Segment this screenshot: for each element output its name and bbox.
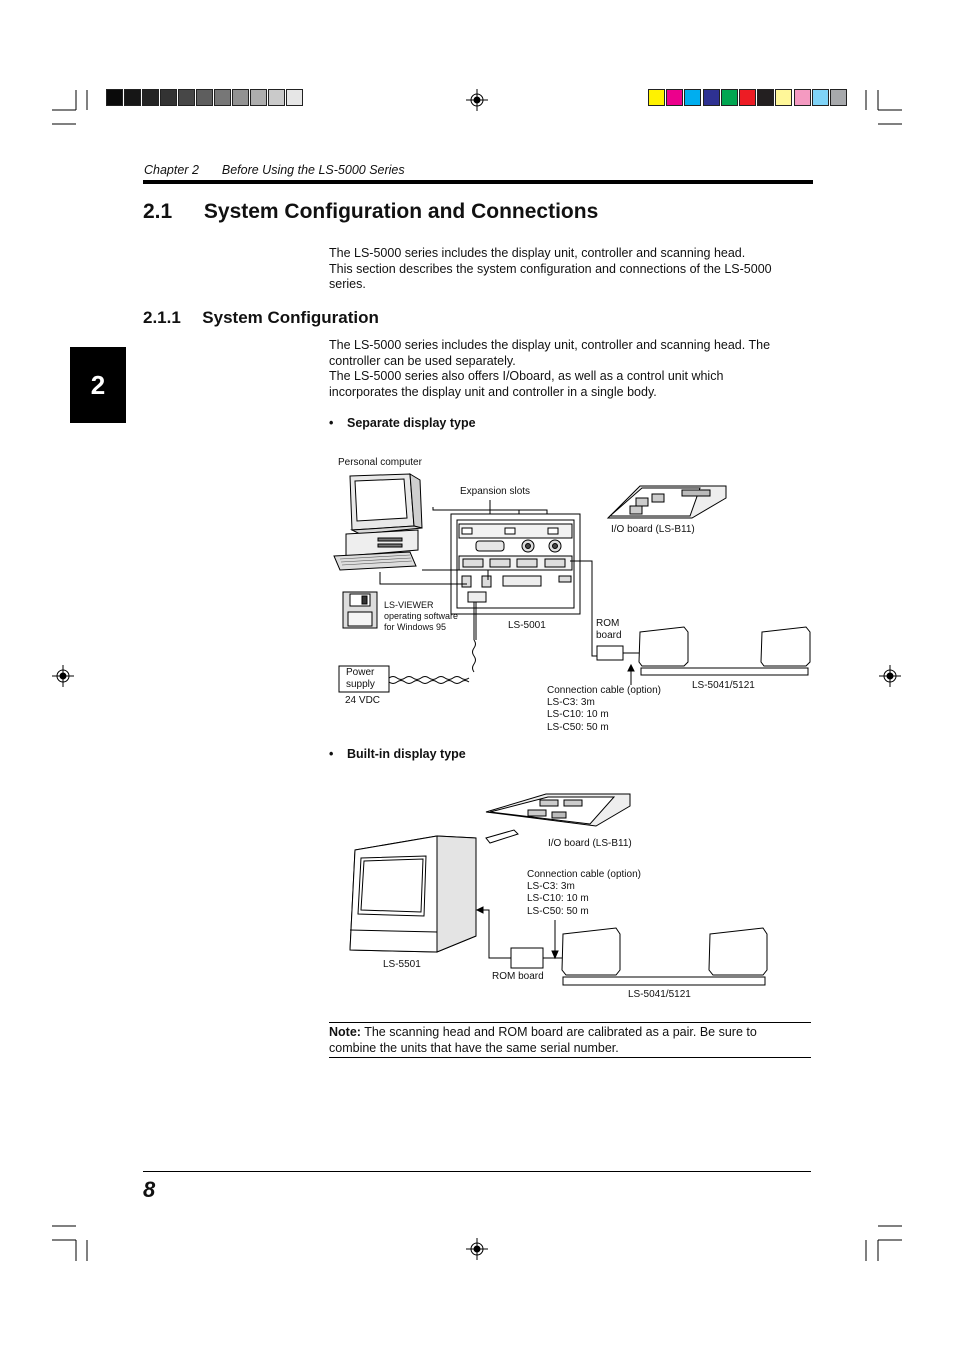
viewer-line: for Windows 95 [384, 622, 447, 632]
cable-line: Connection cable (option) [547, 685, 661, 696]
section-title: System Configuration and Connections [203, 200, 599, 223]
note-text-line2: combine the units that have the same ser… [329, 1040, 619, 1055]
label-ls-5501: LS-5501 [383, 959, 421, 970]
gray-swatch [178, 89, 195, 106]
gray-swatch [250, 89, 267, 106]
gray-swatch [106, 89, 123, 106]
cable-line: Connection cable (option) [527, 869, 641, 880]
note-text-line1: The scanning head and ROM board are cali… [364, 1025, 757, 1039]
gray-swatch [286, 89, 303, 106]
color-swatch [648, 89, 665, 106]
cable-line: LS-C3: 3m [527, 881, 575, 893]
label-scanning-heads: LS-5041/5121 [628, 989, 691, 1000]
subsection-heading: 2.1.1 System Configuration [143, 308, 379, 328]
color-swatch [811, 89, 829, 106]
color-swatch [757, 89, 775, 106]
gray-swatch [214, 89, 231, 106]
gray-swatch [124, 89, 141, 106]
body-line: The LS-5000 series also offers I/Oboard,… [329, 369, 724, 384]
power-line: Power [346, 667, 375, 678]
header-rule [143, 180, 813, 184]
header-chapter: Chapter 2 [144, 163, 199, 177]
running-header: Chapter 2 Before Using the LS-5000 Serie… [144, 163, 405, 177]
label-io-board: I/O board (LS-B11) [611, 524, 695, 535]
subsection-body: The LS-5000 series includes the display … [329, 338, 809, 400]
cable-line: LS-C10: 10 m [547, 709, 609, 721]
gray-swatch [196, 89, 213, 106]
label-scanning-heads: LS-5041/5121 [692, 680, 755, 691]
body-line: controller can be used separately. [329, 353, 516, 368]
gray-swatch [232, 89, 249, 106]
scanning-head-illustration [561, 927, 768, 986]
label-io-board: I/O board (LS-B11) [548, 838, 632, 849]
label-connection-cable: Connection cable (option) LS-C3: 3m LS-C… [547, 685, 661, 734]
footer-rule [143, 1171, 811, 1172]
gray-swatch [268, 89, 285, 106]
rom-line: board [596, 630, 622, 642]
color-swatch [775, 89, 793, 106]
note-label: Note: [329, 1025, 361, 1039]
gray-swatch [142, 89, 159, 106]
gray-swatch [160, 89, 177, 106]
viewer-line: LS-VIEWER [384, 600, 434, 610]
power-line: supply [346, 679, 375, 691]
power-supply-box [338, 665, 390, 693]
label-rom-board: ROM board [596, 618, 622, 642]
color-swatch [702, 89, 720, 106]
intro-line: The LS-5000 series includes the display … [329, 246, 746, 260]
cable-line: LS-C50: 50 m [527, 905, 589, 917]
io-board-illustration [485, 793, 631, 844]
cable-line: LS-C10: 10 m [527, 893, 589, 905]
note-top-rule [329, 1022, 811, 1023]
scanning-head-illustration [638, 626, 811, 676]
header-title: Before Using the LS-5000 Series [221, 163, 405, 177]
note-bottom-rule [329, 1057, 811, 1058]
io-board-illustration [606, 485, 727, 519]
cable-line: LS-C50: 50 m [547, 721, 609, 733]
personal-computer-illustration [333, 473, 423, 571]
bullet-label: Separate display type [347, 416, 476, 430]
page-number: 8 [143, 1177, 156, 1202]
label-rom-board: ROM board [492, 971, 544, 982]
ls-5001-controller-illustration [450, 513, 581, 615]
rom-line: ROM [596, 618, 620, 629]
label-connection-cable: Connection cable (option) LS-C3: 3m LS-C… [527, 869, 641, 918]
subsection-title: System Configuration [202, 308, 379, 327]
label-personal-computer: Personal computer [338, 457, 422, 468]
color-swatch [666, 89, 684, 106]
bullet-label: Built-in display type [347, 747, 466, 761]
rom-board-box [510, 947, 544, 969]
note-block: Note: The scanning head and ROM board ar… [329, 1025, 811, 1056]
label-power-supply: Power supply [346, 667, 375, 691]
viewer-line: operating software [384, 611, 459, 621]
label-ls-5001: LS-5001 [508, 620, 546, 631]
floppy-disk-icon [342, 591, 378, 629]
section-intro: The LS-5000 series includes the display … [329, 246, 809, 293]
section-heading: 2.1 System Configuration and Connections [143, 200, 598, 224]
bullet-separate-display: •Separate display type [329, 416, 476, 430]
intro-line: This section describes the system config… [329, 261, 772, 276]
bullet-built-in-display: •Built-in display type [329, 747, 466, 761]
color-swatch [739, 89, 756, 106]
subsection-number: 2.1.1 [143, 308, 181, 327]
chapter-tab: 2 [70, 347, 126, 423]
color-swatch [720, 89, 738, 106]
body-line: The LS-5000 series includes the display … [329, 338, 771, 352]
body-line: incorporates the display unit and contro… [329, 384, 657, 399]
label-expansion-slots: Expansion slots [460, 486, 531, 497]
cable-line: LS-C3: 3m [547, 697, 595, 709]
color-swatch [793, 89, 811, 106]
color-swatch [830, 89, 847, 106]
section-number: 2.1 [143, 200, 173, 223]
ls-5501-unit-illustration [349, 835, 477, 953]
label-ls-viewer: LS-VIEWER operating software for Windows… [384, 600, 458, 633]
label-24vdc: 24 VDC [345, 695, 381, 706]
intro-line: series. [329, 277, 366, 292]
color-swatch [684, 89, 702, 106]
